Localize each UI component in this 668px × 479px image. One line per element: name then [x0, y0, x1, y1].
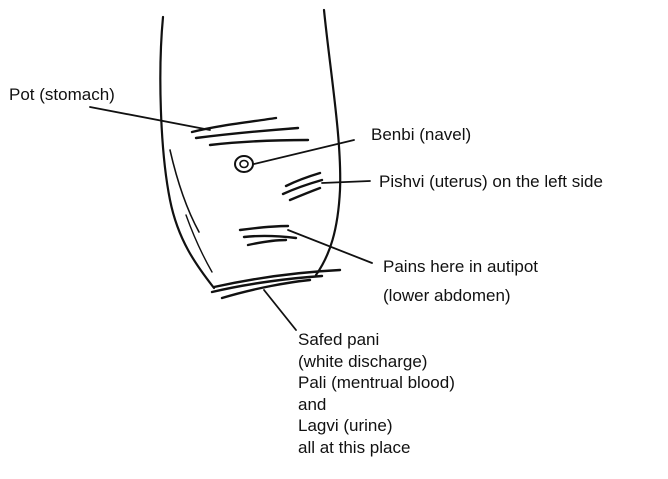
safed-leader-line [264, 290, 296, 330]
label-safed-line-3: Pali (mentrual blood) [298, 372, 455, 394]
torso-right-outline [316, 10, 340, 275]
label-safed-line-5: Lagvi (urine) [298, 415, 455, 437]
pot-leader-line [90, 107, 210, 130]
stomach-mark [192, 118, 308, 145]
label-benbi: Benbi (navel) [371, 125, 471, 145]
label-pot: Pot (stomach) [9, 85, 115, 105]
groin-line [212, 270, 340, 298]
label-safed-line-2: (white discharge) [298, 351, 455, 373]
navel-mark-inner [240, 161, 248, 168]
label-pishvi: Pishvi (uterus) on the left side [379, 172, 603, 192]
label-pains: Pains here in autipot (lower abdomen) [383, 252, 538, 310]
label-safed: Safed pani (white discharge) Pali (mentr… [298, 329, 455, 458]
torso-left-outline [160, 17, 214, 288]
label-safed-line-1: Safed pani [298, 329, 455, 351]
torso-left-hatch [186, 215, 212, 272]
pains-leader-line [288, 230, 372, 263]
pishvi-leader-line [322, 181, 370, 183]
label-pains-line-2: (lower abdomen) [383, 281, 538, 310]
uterus-mark [283, 173, 322, 200]
label-safed-line-6: all at this place [298, 437, 455, 459]
label-safed-line-4: and [298, 394, 455, 416]
label-pains-line-1: Pains here in autipot [383, 252, 538, 281]
lower-abdomen-mark [240, 226, 296, 245]
navel-mark [235, 156, 253, 172]
